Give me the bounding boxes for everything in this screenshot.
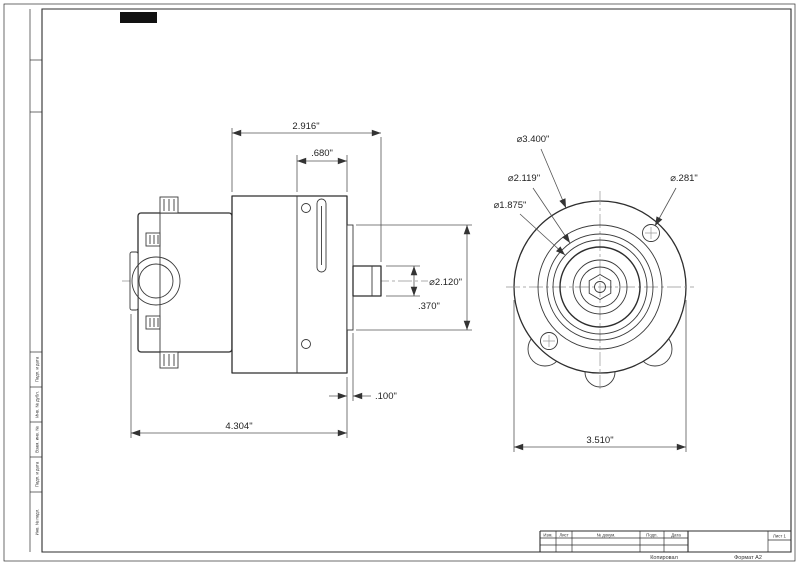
inlet-port-outer <box>131 256 181 306</box>
inner-frame <box>41 8 792 553</box>
margin-block-label: Инв. № подл. <box>35 509 40 536</box>
outer-border <box>3 3 796 562</box>
dim-bolt-circle: ⌀2.119" <box>508 173 540 184</box>
inlet-port-inner <box>138 263 174 299</box>
dim-flange-thickness: .680" <box>311 148 333 159</box>
bolt-hole-bottom-left <box>540 332 558 350</box>
margin-block-label: Подп. и дата <box>35 461 40 487</box>
dim-total-length: 4.304" <box>225 421 252 432</box>
center-circle <box>594 281 606 293</box>
drive-shaft <box>352 265 382 297</box>
dim-offset: .100" <box>375 391 397 402</box>
title-block: Изм. Лист № докум. Подп. Дата Лист 1 Коп… <box>539 530 791 561</box>
dim-pilot-diameter: ⌀2.120" <box>429 277 462 288</box>
title-col-header: № докум. <box>597 533 616 538</box>
title-col-header: Изм. <box>543 533 552 538</box>
dim-mid-length: 2.916" <box>292 121 319 132</box>
dim-width: 3.510" <box>586 435 613 446</box>
flange-bolt-hole-top <box>301 203 311 213</box>
dim-outer-diameter: ⌀3.400" <box>517 134 550 145</box>
hub-mid-circle <box>572 259 628 315</box>
title-col-header: Подп. <box>646 533 657 538</box>
gear-housing-and-flange <box>231 195 348 374</box>
side-view-dimensions: 2.916" .680" ⌀2.120" .370" .100" <box>130 121 472 438</box>
bolt-hole-top-right <box>642 224 660 242</box>
flange-slot <box>316 198 327 273</box>
bolt-circle <box>546 233 654 341</box>
inlet-port-boss <box>129 251 139 311</box>
cap-screw-lower-left <box>145 315 161 330</box>
title-col-header: Дата <box>671 533 681 538</box>
front-view: ⌀3.400" ⌀2.119" ⌀1.875" ⌀.281" 3.510" <box>494 134 698 452</box>
margin-block-label: Подп. и дата <box>35 356 40 382</box>
hub-outer-circle <box>559 246 641 328</box>
flange-step-circle <box>537 224 663 350</box>
sheet-number-cell: Лист 1 <box>773 534 787 539</box>
margin-block-label: Взам. инв. № <box>35 426 40 453</box>
dim-pilot-front: ⌀1.875" <box>494 200 527 211</box>
pilot-circle <box>552 239 648 335</box>
front-view-dimensions: ⌀3.400" ⌀2.119" ⌀1.875" ⌀.281" 3.510" <box>494 134 698 452</box>
dim-shaft-step: .370" <box>418 301 440 312</box>
cap-screw-bottom <box>159 351 179 369</box>
pilot-boss <box>346 224 354 331</box>
shaft-hex-socket <box>588 273 612 301</box>
format-label: Формат А2 <box>734 555 762 561</box>
margin-blocks: Подп. и дата Инв. № дубл. Взам. инв. № П… <box>30 351 42 536</box>
title-col-header: Лист <box>559 533 568 538</box>
cap-screw-upper-left <box>145 232 161 247</box>
top-black-box <box>120 12 157 23</box>
flange-bolt-hole-bottom <box>301 339 311 349</box>
margin-block-label: Инв. № дубл. <box>35 391 40 418</box>
cap-screw-top <box>159 196 179 214</box>
side-view: 2.916" .680" ⌀2.120" .370" .100" <box>122 121 472 438</box>
copied-label: Копировал <box>650 555 678 561</box>
shaft-circle <box>579 266 621 308</box>
dim-hole-diameter: ⌀.281" <box>670 173 698 184</box>
sheet-frame: Подп. и дата Инв. № дубл. Взам. инв. № П… <box>3 3 796 562</box>
